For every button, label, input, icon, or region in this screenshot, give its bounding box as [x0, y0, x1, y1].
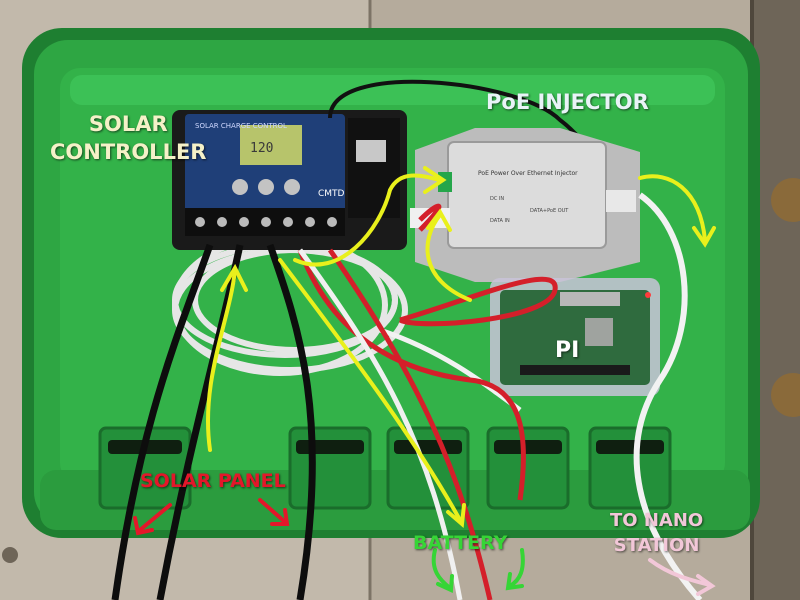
controller-brand-text: SOLAR CHARGE CONTROL	[195, 122, 287, 130]
injector-title-text: PoE Power Over Ethernet Injector	[478, 170, 578, 177]
battery-wires	[297, 248, 493, 600]
pi-label: PI	[555, 338, 580, 363]
injector-port-dc-text: DC IN	[490, 196, 504, 202]
white-ethernet-cable	[633, 192, 703, 600]
solar-controller-label: SOLAR CONTROLLER	[50, 110, 206, 166]
green-arrows	[431, 548, 525, 594]
nano-station-label-line1: TO NANO	[610, 510, 704, 531]
injector-port-data-text: DATA IN	[490, 218, 510, 224]
raspberry-pi	[490, 278, 660, 396]
red-arrows	[133, 498, 290, 536]
poe-injector-label: PoE INJECTOR	[486, 90, 649, 114]
controller-display-text: 120	[250, 141, 273, 156]
solar-panel-label: SOLAR PANEL	[140, 470, 286, 492]
nano-station-label-line2: STATION	[613, 535, 700, 556]
solar-controller-label-line1: SOLAR	[88, 112, 168, 136]
nano-station-label: TO NANO STATION	[610, 508, 703, 558]
controller-model-text: CMTD	[318, 189, 345, 199]
pink-arrow	[648, 558, 716, 596]
battery-label: BATTERY	[413, 532, 508, 554]
solar-controller-label-line2: CONTROLLER	[50, 140, 207, 164]
poe-injector	[410, 128, 640, 282]
yellow-arrows	[205, 166, 716, 528]
solar-charge-controller	[172, 110, 407, 250]
injector-port-out-text: DATA+PoE OUT	[530, 208, 569, 214]
